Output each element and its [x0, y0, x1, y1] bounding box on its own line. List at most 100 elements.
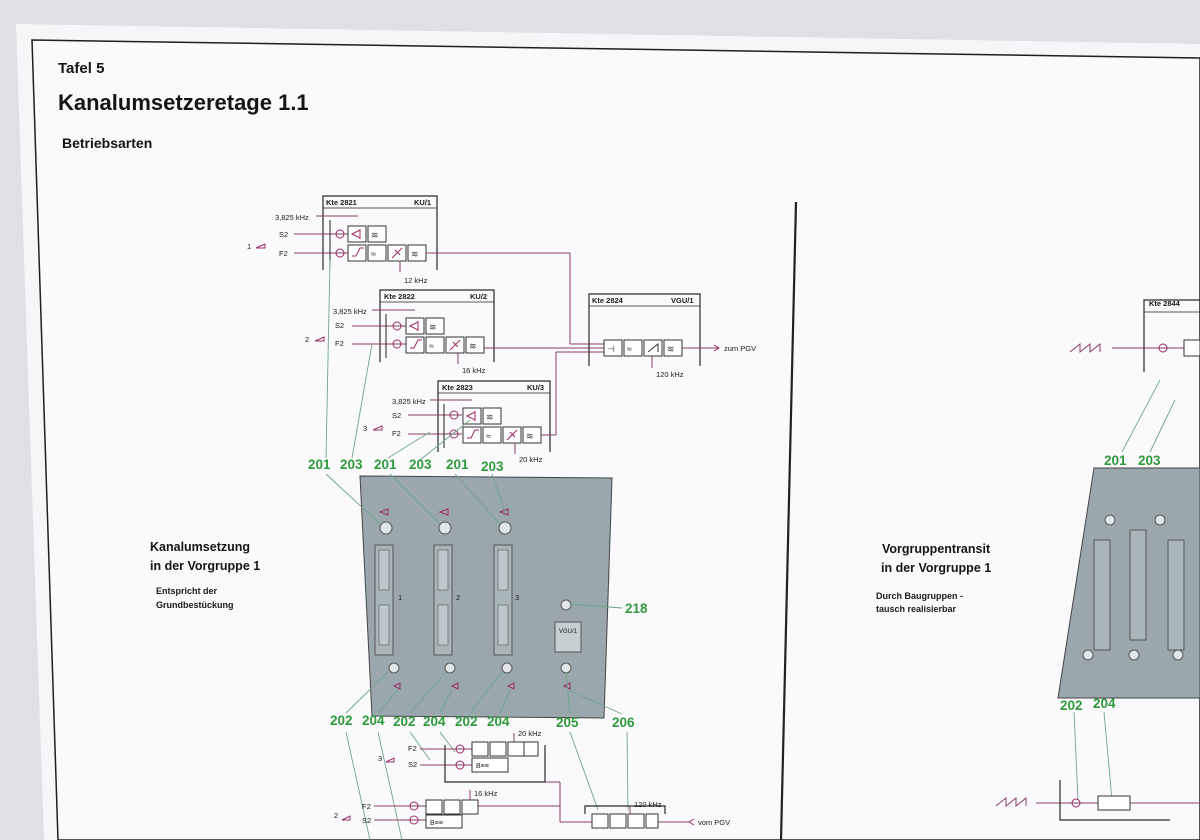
bottom-s2-a: S2 — [408, 760, 417, 769]
module-ku2-channel: 2 — [305, 335, 309, 344]
bottom-f2-b: F2 — [362, 802, 371, 811]
module-ku2-pilot: 3,825 kHz — [333, 307, 367, 316]
right-callout-bottom-1: 202 — [1060, 698, 1083, 713]
callout-top-4: 203 — [409, 457, 432, 472]
slot-3-number: 3 — [515, 593, 519, 602]
page-title: Kanalumsetzeretage 1.1 — [58, 90, 309, 115]
callout-top-2: 203 — [340, 457, 363, 472]
svg-text:≋: ≋ — [429, 322, 437, 332]
left-heading-2: in der Vorgruppe 1 — [150, 559, 260, 573]
bottom-from-pgv: vom PGV — [698, 818, 730, 827]
vgu-code: VGU/1 — [671, 296, 694, 305]
module-ku1: Kte 2821 KU/1 3,825 kHz S2 F2 1 ≋ ≈ ≋ 12… — [247, 195, 570, 285]
slot-1-number: 1 — [398, 593, 402, 602]
module-ku3-carrier: 20 kHz — [519, 455, 543, 464]
module-ku2: Kte 2822 KU/2 3,825 kHz S2 F2 2 ≋ ≈ ≋ 16… — [305, 289, 604, 375]
module-ku1-pilot: 3,825 kHz — [275, 213, 309, 222]
leader-lines-bottom — [345, 671, 629, 840]
module-ku2-code: KU/2 — [470, 292, 487, 301]
right-callout-bottom-2: 204 — [1093, 696, 1116, 711]
bottom-ch3: 3 — [378, 754, 382, 763]
callout-bottom-6: 204 — [487, 714, 510, 729]
module-ku1-id: Kte 2821 — [326, 198, 357, 207]
svg-text:⊣: ⊣ — [607, 344, 615, 354]
svg-text:≋: ≋ — [486, 412, 494, 422]
module-ku3-pilot: 3,825 kHz — [392, 397, 426, 406]
right-module-id: Kte 2844 — [1149, 299, 1181, 308]
module-ku3-id: Kte 2823 — [442, 383, 473, 392]
svg-text:≋: ≋ — [411, 249, 419, 259]
svg-text:≈: ≈ — [627, 344, 632, 354]
callout-top-1: 201 — [308, 457, 331, 472]
leader-lines-top — [325, 259, 623, 609]
module-ku2-f: F2 — [335, 339, 344, 348]
module-ku1-code: KU/1 — [414, 198, 431, 207]
module-ku1-channel: 1 — [247, 242, 251, 251]
callout-top-5: 201 — [446, 457, 469, 472]
left-note-1: Entspricht der — [156, 586, 218, 596]
right-note-1: Durch Baugruppen - — [876, 591, 963, 601]
svg-text:≋: ≋ — [526, 431, 534, 441]
vgu-output: zum PGV — [724, 344, 756, 353]
bottom-ch2: 2 — [334, 811, 338, 820]
module-ku2-carrier: 16 kHz — [462, 366, 486, 375]
right-panel: Vorgruppentransit in der Vorgruppe 1 Dur… — [876, 299, 1200, 821]
bottom-diagram: F2 S2 3 B≡≡ 20 kHz F2 S2 2 B≡≡ 16 kHz — [334, 729, 730, 829]
rack-vgu-slot: VGU/1 — [554, 599, 582, 690]
bottom-bandpass-b: B≡≡ — [430, 820, 443, 827]
callout-bottom-2: 204 — [362, 713, 385, 728]
left-heading-1: Kanalumsetzung — [150, 540, 250, 554]
bottom-carrier-20: 20 kHz — [518, 729, 542, 738]
module-ku2-id: Kte 2822 — [384, 292, 415, 301]
svg-text:≋: ≋ — [371, 230, 379, 240]
right-heading-2: in der Vorgruppe 1 — [881, 561, 991, 575]
bottom-f2-a: F2 — [408, 744, 417, 753]
page-subtitle: Betriebsarten — [62, 135, 152, 151]
vgu-carrier: 120 kHz — [656, 370, 684, 379]
bottom-carrier-16: 16 kHz — [474, 789, 498, 798]
svg-text:≈: ≈ — [371, 249, 376, 259]
panel-divider — [779, 201, 798, 840]
module-ku1-f: F2 — [279, 249, 288, 258]
right-heading-1: Vorgruppentransit — [882, 542, 991, 556]
module-ku3-s: S2 — [392, 411, 401, 420]
callout-bottom-1: 202 — [330, 713, 353, 728]
module-ku3: Kte 2823 KU/3 3,825 kHz S2 F2 3 ≋ ≈ ≋ 20… — [363, 352, 557, 464]
svg-text:≈: ≈ — [429, 341, 434, 351]
rack-slot-3: 3 — [493, 508, 519, 690]
callout-top-6: 203 — [481, 459, 504, 474]
callout-top-3: 201 — [374, 457, 397, 472]
module-ku3-code: KU/3 — [527, 383, 544, 392]
module-ku1-carrier: 12 kHz — [404, 276, 428, 285]
slot-2-number: 2 — [456, 593, 460, 602]
callout-bottom-3: 202 — [393, 714, 416, 729]
right-note-2: tausch realisierbar — [876, 604, 957, 614]
module-ku1-s: S2 — [279, 230, 288, 239]
bottom-bandpass-a: B≡≡ — [476, 763, 489, 770]
left-note-2: Grundbestückung — [156, 600, 234, 610]
callout-bottom-8: 206 — [612, 715, 635, 730]
callout-bottom-7: 205 — [556, 715, 579, 730]
board-frame — [31, 39, 1200, 840]
callout-bottom-5: 202 — [455, 714, 478, 729]
svg-text:≋: ≋ — [469, 341, 477, 351]
callout-218: 218 — [625, 601, 648, 616]
module-vgu: Kte 2824 VGU/1 ⊣ ≈ ≋ zum PGV 120 kHz — [556, 253, 756, 379]
svg-text:≋: ≋ — [667, 344, 675, 354]
right-callout-top-2: 203 — [1138, 453, 1161, 468]
module-ku3-f: F2 — [392, 429, 401, 438]
rack-slot-1: 1 — [374, 508, 402, 690]
bottom-s2-b: S2 — [362, 816, 371, 825]
rack-slot-2: 2 — [433, 508, 460, 690]
module-ku2-s: S2 — [335, 321, 344, 330]
rack-vgu-label: VGU/1 — [559, 629, 578, 635]
rack-panel: 1 2 3 VGU/1 — [359, 475, 613, 719]
right-callout-top-1: 201 — [1104, 453, 1127, 468]
svg-text:≈: ≈ — [486, 431, 491, 441]
bottom-carrier-120: 120 kHz — [634, 800, 662, 809]
module-ku3-channel: 3 — [363, 424, 367, 433]
callout-bottom-4: 204 — [423, 714, 446, 729]
plate-number: Tafel 5 — [58, 60, 104, 77]
